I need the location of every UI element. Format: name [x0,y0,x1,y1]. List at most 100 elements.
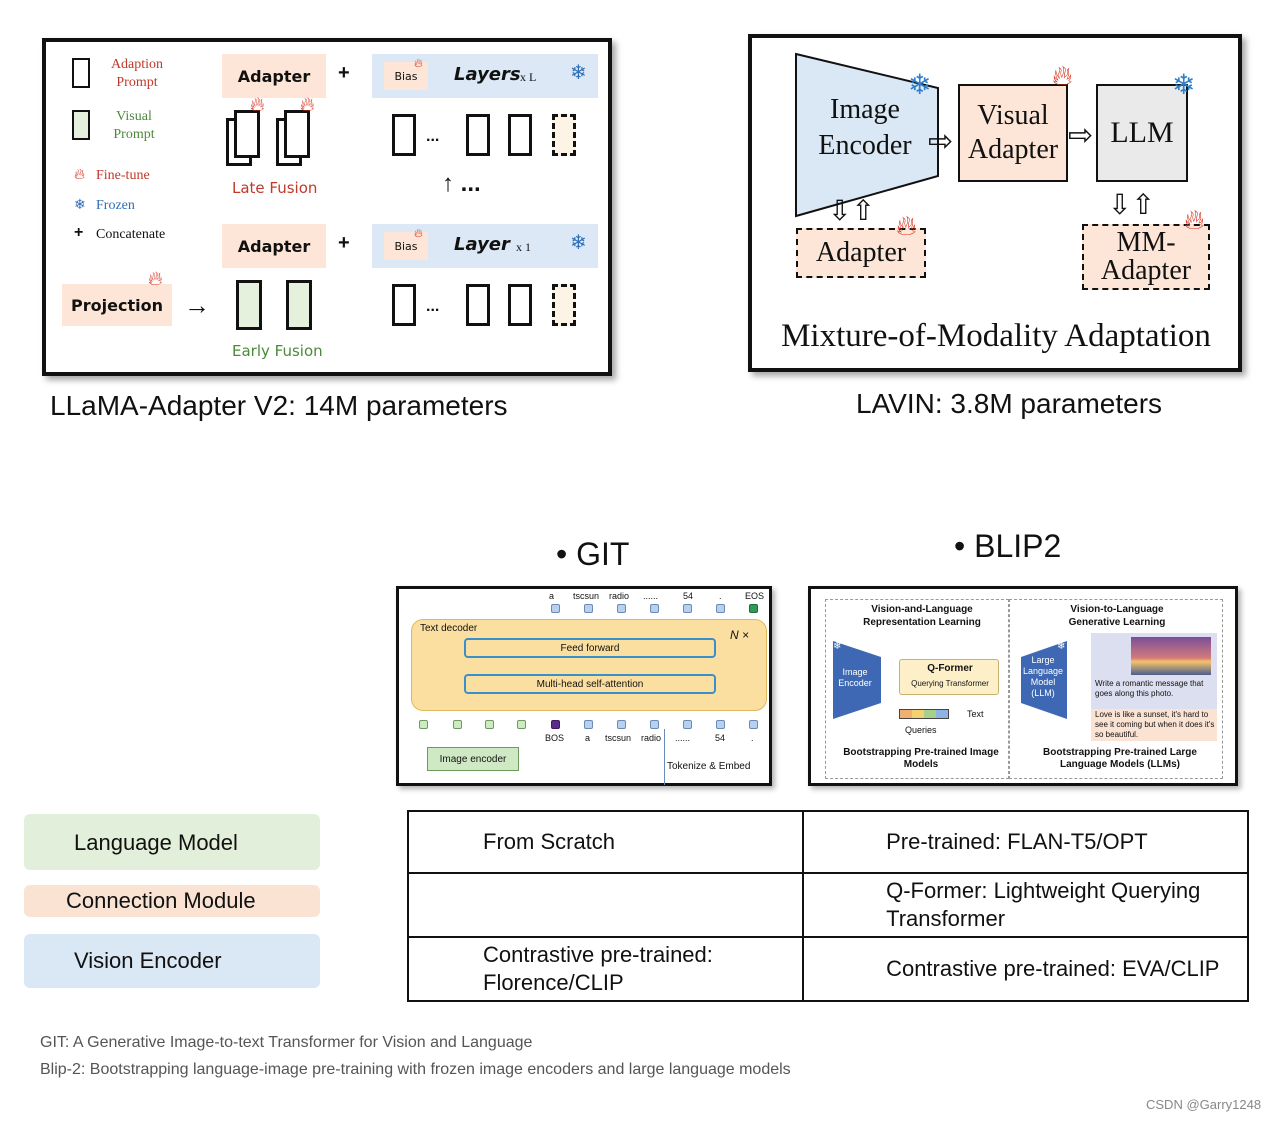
out-token: EOS [745,591,765,601]
image-token-square [453,720,462,729]
in-token: 54 [715,733,726,743]
early-fusion-token [236,280,262,330]
token-square [716,604,725,613]
token [466,114,490,156]
arrow-right-icon: ⇨ [928,125,954,158]
llama-adapter-caption: LLaMA-Adapter V2: 14M parameters [50,390,508,421]
token-square [683,604,692,613]
legend-connection-module-label: Connection Module [66,888,256,913]
fire-icon: 🔥︎ [414,56,423,70]
left-stage-title: Vision-and-Language Representation Learn… [863,604,981,628]
layer-multiplier: x 1 [516,240,531,254]
image-token-square [517,720,526,729]
token-dashed [552,114,576,156]
legend-visual-prompt: Visual Prompt [113,109,155,142]
text-decoder-block: Text decoder N × Feed forward Multi-head… [411,619,767,711]
plus-icon: + [74,224,84,241]
fire-icon: 🔥︎ [300,94,315,116]
answer-text: Love is like a sunset, it's hard to see … [1095,710,1215,739]
lavin-diagram: Image Encoder ❄ ⇨ Visual Adapter 🔥︎ ⇨ LL… [748,34,1242,372]
table-cell: Pre-trained: FLAN-T5/OPT [802,810,1249,874]
token [508,114,532,156]
ellipsis: ... [426,298,440,315]
comparison-table: From Scratch Pre-trained: FLAN-T5/OPT Q-… [406,810,1249,1002]
token-square [683,720,692,729]
legend-fine-tune: Fine-tune [96,168,150,183]
feed-forward-box: Feed forward [464,638,716,658]
legend-concatenate: Concatenate [96,227,166,242]
fire-icon: 🔥︎ [250,94,265,116]
layers-box-top: Bias 🔥︎ Layers x L ❄ [372,54,598,98]
out-token: a [549,591,555,601]
lavin-caption: LAVIN: 3.8M parameters [856,388,1163,419]
image-token-square [485,720,494,729]
legend-connection-module: Connection Module [24,885,320,917]
fire-icon: 🔥︎ [74,166,86,183]
token-square [716,720,725,729]
snowflake-icon: ❄ [74,196,86,212]
table-cell: Contrastive pre-trained: EVA/CLIP [802,936,1249,1002]
mixture-title: Mixture-of-Modality Adaptation [781,318,1211,354]
bias-box: Bias [384,232,428,260]
fire-icon: 🔥︎ [148,268,163,290]
in-token: a [585,733,591,743]
qformer-box: Q-Former Querying Transformer [899,659,999,695]
out-token: tscsun [573,591,600,601]
out-token: radio [609,591,630,601]
queries-label: Queries [905,725,937,735]
right-footer: Bootstrapping Pre-trained Large Language… [1043,747,1197,770]
early-fusion-token [286,280,312,330]
blip-llm-label: Large Language Model (LLM) [1022,655,1064,698]
legend-language-model-label: Language Model [74,830,238,855]
git-heading: • GIT [556,536,630,572]
fire-icon: 🔥︎ [414,226,423,240]
photo-panel: Write a romantic message that goes along… [1091,633,1217,709]
answer-panel: Love is like a sunset, it's hard to see … [1091,709,1217,741]
table-row: From Scratch Pre-trained: FLAN-T5/OPT [406,810,1249,874]
blip2-heading: • BLIP2 [954,528,1062,564]
in-token: ...... [675,733,691,743]
arrow-down-up-icon: ⇩⇧ [828,195,875,226]
token-square [584,720,593,729]
in-token: BOS [545,733,565,743]
image-encoder-trapezoid [833,641,881,719]
layer-box-bottom: Bias 🔥︎ Layer x 1 ❄ [372,224,598,268]
snowflake-icon: ❄ [1172,69,1196,100]
token-dashed [552,284,576,326]
text-label: Text [967,709,984,719]
table-row: Q-Former: Lightweight Querying Transform… [406,872,1249,938]
token [508,284,532,326]
table-cell: From Scratch [406,810,805,874]
legend-vision-encoder: Vision Encoder [24,934,320,988]
tokenize-line [664,729,665,785]
visual-prompt-swatch [72,110,90,140]
tokenize-label: Tokenize & Embed [667,761,751,772]
text-decoder-label: Text decoder [420,623,478,634]
image-encoder-trapezoid [795,52,939,218]
prompt-text: Write a romantic message that goes along… [1095,679,1204,698]
right-stage-title: Vision-to-Language Generative Learning [1068,604,1166,628]
fire-icon: 🔥︎ [1052,60,1073,91]
arrow-right-icon: → [184,290,210,320]
mm-adapter-box: MM-Adapter [1082,224,1210,290]
up-arrow-ellipsis: ↑ ... [442,170,481,197]
in-token: . [751,733,754,743]
image-encoder-label: Image Encoder [818,94,912,161]
ellipsis: ... [426,128,440,145]
reference-git: GIT: A Generative Image-to-text Transfor… [40,1034,533,1051]
mhsa-box: Multi-head self-attention [464,674,716,694]
git-diagram: a tscsun radio ...... 54 . EOS Text deco… [396,586,772,786]
out-token: 54 [683,591,694,601]
watermark: CSDN @Garry1248 [1146,1097,1262,1112]
token [392,284,416,326]
token-square-eos [749,604,758,613]
qformer-sub: Querying Transformer [911,679,989,688]
image-token-square [419,720,428,729]
out-token: ...... [643,591,659,601]
adapter-box: Adapter [796,228,926,278]
image-encoder-box: Image encoder [427,747,519,771]
layers-label: Layers [454,64,521,85]
plus-sign-bottom: + [338,232,350,254]
snowflake-icon: ❄ [908,69,932,100]
snowflake-icon: ❄ [570,62,587,84]
